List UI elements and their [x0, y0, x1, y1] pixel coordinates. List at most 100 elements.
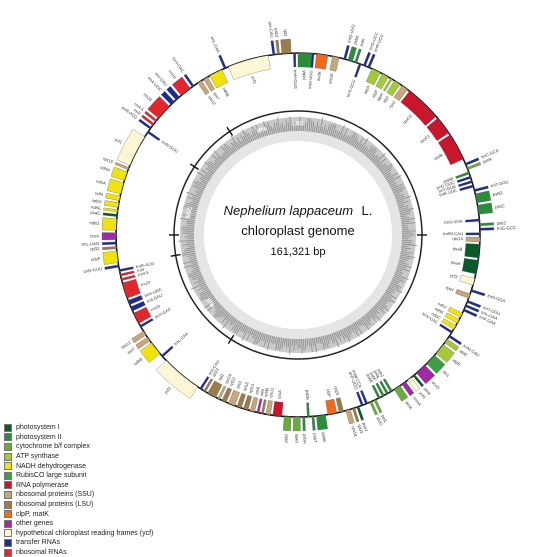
gene-label: petA — [405, 400, 414, 410]
gene-block — [111, 167, 127, 181]
gene-block — [122, 279, 140, 298]
gene-label: psbT — [312, 433, 318, 443]
species-author: L. — [361, 203, 372, 218]
gene-label: ccsA — [90, 233, 99, 238]
gene-block — [147, 131, 160, 141]
legend-item: cytochrome b/f complex — [4, 442, 153, 452]
legend-label: hypothetical chloroplast reading frames … — [16, 529, 153, 538]
species-name: Nephelium lappaceum — [224, 203, 354, 218]
gene-block — [273, 401, 283, 416]
gene-block — [456, 289, 471, 298]
gene-block — [156, 360, 198, 398]
gene-block — [315, 54, 328, 69]
legend-item: ribosomal RNAs — [4, 548, 153, 557]
genome-title: Nephelium lappaceum L. — [224, 202, 373, 219]
gene-block — [344, 45, 350, 59]
legend-swatch — [4, 424, 12, 432]
legend-label: RubisCO large subunit — [16, 471, 86, 480]
gene-block — [120, 271, 134, 276]
gene-block — [475, 191, 491, 203]
gene-label: trnS-GCU — [345, 79, 356, 98]
legend-item: RNA polymerase — [4, 481, 153, 491]
gene-label: ndhA — [96, 179, 107, 186]
gene-label: ndhD — [89, 220, 99, 226]
legend-swatch — [4, 549, 12, 557]
gene-label: rrn23 — [140, 279, 151, 287]
gene-block — [104, 208, 118, 212]
gene-label: ndhB — [222, 86, 231, 97]
gene-label: accD — [431, 380, 441, 390]
legend-item: transfer RNAs — [4, 538, 153, 548]
gene-label: rpoC1 — [419, 133, 432, 144]
gene-label: ycf1 — [114, 137, 124, 145]
gene-block — [346, 409, 354, 424]
gene-label: ycf2 — [163, 385, 172, 395]
legend-item: NADH dehydrogenase — [4, 461, 153, 471]
legend-item: photosystem I — [4, 423, 153, 433]
gene-label: rpoB — [433, 152, 443, 161]
gene-label: rbcL — [442, 369, 452, 379]
gene-block — [307, 403, 310, 417]
gc-tick — [187, 242, 195, 243]
region-boundary-tick — [228, 335, 233, 343]
gene-label: trnG-GCC — [497, 225, 516, 231]
gene-label: trnH-GUG — [293, 70, 298, 89]
gene-block — [480, 223, 494, 226]
gene-block — [330, 56, 339, 71]
gene-label: ycf3 — [449, 273, 458, 280]
gene-block — [293, 53, 295, 67]
gene-label: psbN — [305, 390, 311, 400]
gene-block — [261, 400, 266, 414]
gc-tick — [402, 240, 413, 241]
genome-subtitle: chloroplast genome — [241, 223, 354, 238]
region-boundary-tick — [171, 255, 181, 257]
gene-label: ndhI — [95, 190, 104, 197]
gene-block — [107, 179, 124, 194]
gene-block — [478, 203, 493, 214]
gene-label: trnL-UAG — [81, 241, 99, 247]
gene-block — [474, 186, 488, 192]
legend-label: ribosomal proteins (SSU) — [16, 490, 94, 499]
gene-block — [303, 417, 306, 431]
legend-item: ATP synthase — [4, 452, 153, 462]
gene-label: trnS-UGA — [444, 219, 463, 225]
legend-item: ribosomal proteins (LSU) — [4, 500, 153, 510]
legend-label: ribosomal proteins (LSU) — [16, 500, 93, 509]
region-label: LSC — [292, 122, 305, 128]
gene-label: psbA — [301, 70, 306, 80]
gene-block — [471, 289, 485, 296]
gene-label: rrn23 — [143, 92, 154, 103]
gene-label: rpl20 — [333, 386, 340, 397]
gene-block — [326, 399, 337, 414]
legend-label: ribosomal RNAs — [16, 548, 67, 557]
gene-label: rps14 — [452, 236, 463, 241]
gene-block — [103, 251, 118, 265]
gene-block — [117, 129, 145, 165]
gene-label: trnR-ACG — [136, 261, 155, 269]
gene-label: psbB — [321, 432, 327, 442]
gene-label: rpl32 — [90, 246, 100, 252]
gene-block — [283, 416, 291, 430]
region-boundary-tick — [227, 127, 233, 135]
gene-block — [462, 258, 478, 274]
gene-label: rps2 — [388, 99, 397, 109]
gene-label: rps15 — [102, 156, 114, 165]
gene-block — [161, 346, 173, 357]
gene-block — [106, 193, 121, 201]
legend-swatch — [4, 433, 12, 441]
gene-label: psbH — [302, 434, 307, 444]
gene-block — [105, 265, 119, 270]
gene-label: petD — [283, 434, 288, 443]
gene-label: rpl2 — [283, 29, 288, 37]
gc-tick — [302, 339, 303, 353]
gene-label: rrn16 — [168, 69, 178, 80]
legend-item: ribosomal proteins (SSU) — [4, 490, 153, 500]
gene-block — [336, 398, 344, 413]
legend-label: ATP synthase — [16, 452, 59, 461]
gc-tick — [402, 225, 408, 226]
legend-item: other genes — [4, 519, 153, 529]
legend-label: cytochrome b/f complex — [16, 442, 90, 451]
gene-block — [218, 55, 226, 69]
gene-label: petB — [294, 434, 299, 443]
gene-label: ycf2 — [251, 76, 258, 85]
